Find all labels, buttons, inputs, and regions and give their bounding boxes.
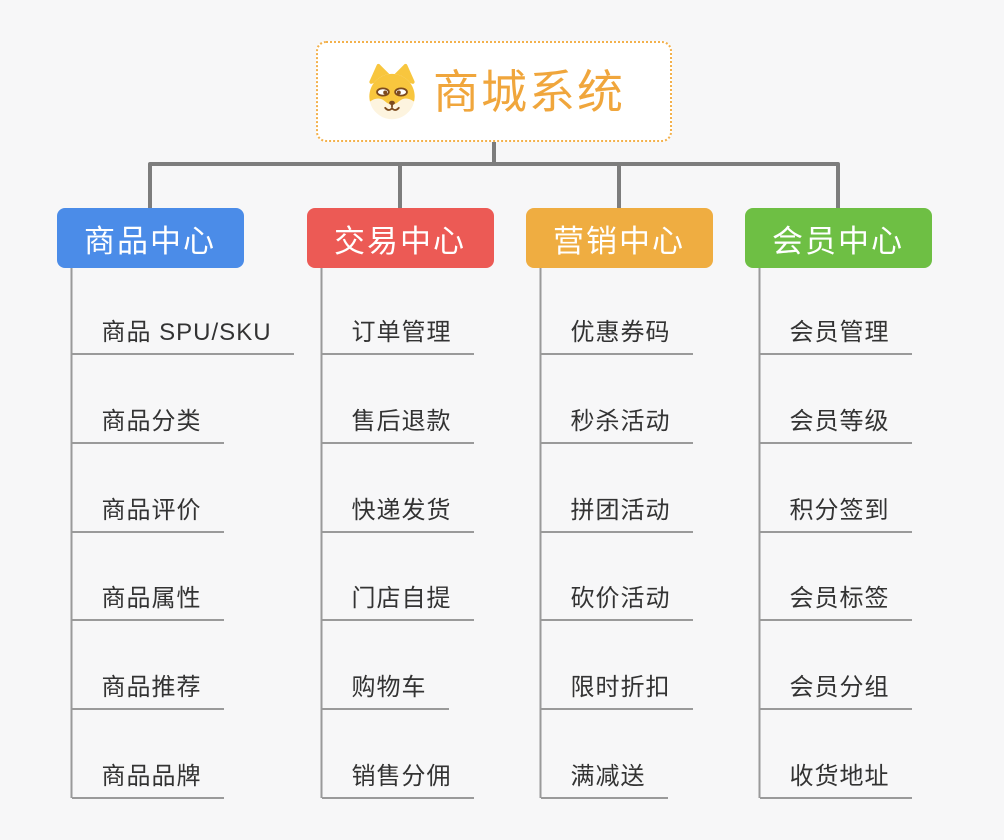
doge-icon [369, 63, 415, 119]
leaf-item[interactable]: 会员分组 [759, 672, 912, 710]
leaf-item[interactable]: 销售分佣 [321, 761, 474, 799]
leaf-item[interactable]: 门店自提 [321, 583, 474, 621]
connector-line [398, 164, 621, 208]
leaf-item[interactable]: 收货地址 [759, 761, 912, 799]
leaf-item[interactable]: 购物车 [321, 672, 449, 710]
leaf-item[interactable]: 会员标签 [759, 583, 912, 621]
leaf-item[interactable]: 商品分类 [71, 406, 224, 444]
leaf-item[interactable]: 优惠券码 [540, 317, 693, 355]
branch-node-4[interactable]: 会员中心 [744, 208, 932, 268]
leaf-item[interactable]: 限时折扣 [540, 672, 693, 710]
leaf-item[interactable]: 会员等级 [759, 406, 912, 444]
leaf-item[interactable]: 满减送 [540, 761, 668, 799]
leaf-item[interactable]: 商品评价 [71, 495, 224, 533]
root-node[interactable]: 商城系统 [316, 41, 672, 142]
leaf-item[interactable]: 售后退款 [321, 406, 474, 444]
branch-node-2[interactable]: 交易中心 [306, 208, 494, 268]
branch-node-1[interactable]: 商品中心 [56, 208, 244, 268]
leaf-item[interactable]: 商品推荐 [71, 672, 224, 710]
leaf-item[interactable]: 积分签到 [759, 495, 912, 533]
connector-line [148, 162, 840, 208]
branch-node-3[interactable]: 营销中心 [525, 208, 713, 268]
leaf-item[interactable]: 会员管理 [759, 317, 912, 355]
root-title: 商城系统 [433, 65, 625, 118]
leaf-item[interactable]: 拼团活动 [540, 495, 693, 533]
leaf-item[interactable]: 商品品牌 [71, 761, 224, 799]
leaf-item[interactable]: 商品 SPU/SKU [71, 317, 294, 355]
leaf-item[interactable]: 快递发货 [321, 495, 474, 533]
leaf-item[interactable]: 秒杀活动 [540, 406, 693, 444]
leaf-item[interactable]: 商品属性 [71, 583, 224, 621]
leaf-item[interactable]: 订单管理 [321, 317, 474, 355]
leaf-item[interactable]: 砍价活动 [540, 583, 693, 621]
